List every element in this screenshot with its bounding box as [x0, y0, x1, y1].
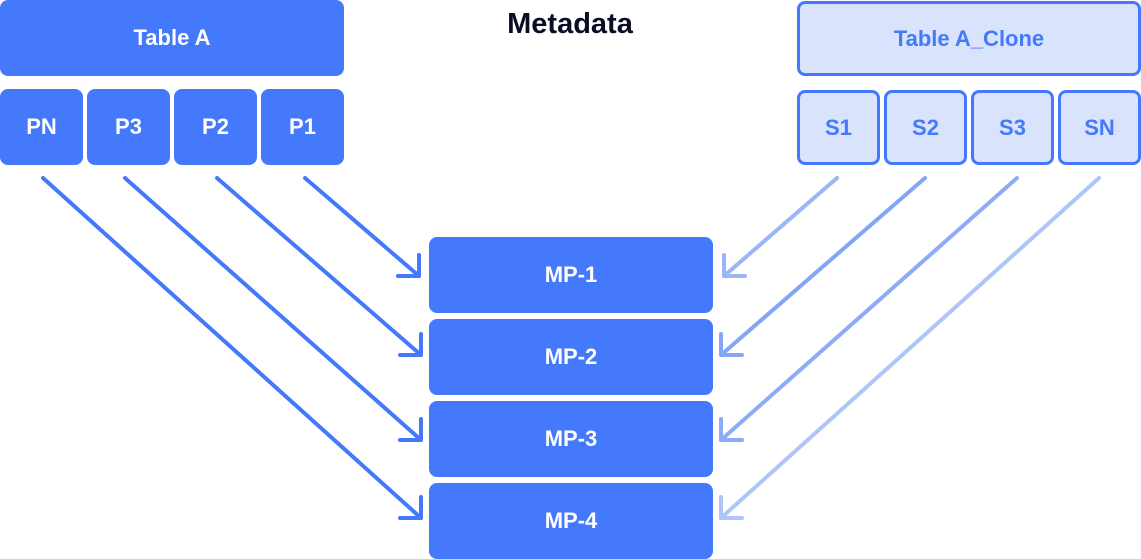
metadata-pointer-mp-1: MP-1	[429, 237, 713, 313]
arrow-s3-to-mp-3	[719, 176, 1019, 442]
arrow-p3-to-mp-3	[123, 176, 423, 442]
metadata-pointer-mp-2: MP-2	[429, 319, 713, 395]
partition-s3: S3	[971, 90, 1054, 165]
arrow-s2-to-mp-2	[719, 176, 927, 357]
arrow-p1-to-mp-1	[303, 176, 421, 278]
arrow-s1-to-mp-1	[722, 176, 839, 278]
metadata-pointer-mp-4: MP-4	[429, 483, 713, 559]
partition-p3: P3	[87, 89, 170, 165]
partition-s2: S2	[884, 90, 967, 165]
diagram-title: Metadata	[507, 8, 633, 40]
partition-p2: P2	[174, 89, 257, 165]
arrow-p2-to-mp-2	[215, 176, 423, 357]
arrow-sn-to-mp-4	[719, 176, 1101, 520]
table-a-clone-header: Table A_Clone	[797, 1, 1141, 76]
arrow-pn-to-mp-4	[41, 176, 423, 520]
partition-p1: P1	[261, 89, 344, 165]
partition-s1: S1	[797, 90, 880, 165]
table-a-header: Table A	[0, 0, 344, 76]
partition-sn: SN	[1058, 90, 1141, 165]
partition-pn: PN	[0, 89, 83, 165]
metadata-pointer-mp-3: MP-3	[429, 401, 713, 477]
